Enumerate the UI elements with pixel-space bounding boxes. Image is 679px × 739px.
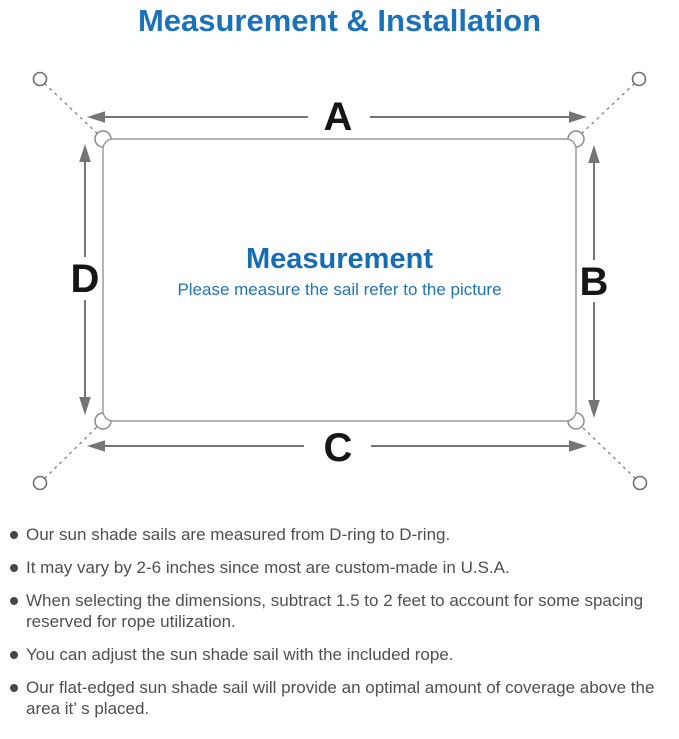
tether-dashed-line-top-right (578, 82, 636, 137)
bullet-icon (10, 684, 18, 692)
dimension-arrow-a (87, 111, 587, 123)
page-title: Measurement & Installation (137, 3, 542, 38)
tether-dashed-line-bottom-left (43, 423, 101, 480)
arrow-b-down-head-icon (588, 400, 600, 418)
arrow-b-up-head-icon (588, 145, 600, 163)
anchor-ring-icon-top-left (32, 71, 48, 87)
list-item: Our sun shade sails are measured from D-… (8, 524, 675, 545)
note-text: Our flat-edged sun shade sail will provi… (26, 678, 655, 718)
bullet-icon (10, 531, 18, 539)
dimension-label-a: A (324, 95, 353, 139)
bullet-icon (10, 651, 18, 659)
arrow-c-right-head-icon (569, 440, 587, 452)
note-text: When selecting the dimensions, subtract … (26, 591, 644, 631)
list-item: When selecting the dimensions, subtract … (8, 590, 675, 632)
anchor-ring-icon-bottom-left (32, 475, 48, 491)
anchor-ring-icon-top-right (631, 71, 647, 87)
measurement-diagram: A B C D Measurement Please measure the s… (0, 60, 679, 520)
sail-outline (102, 138, 577, 422)
dimension-arrow-c (87, 440, 587, 452)
arrow-c-left-head-icon (87, 440, 105, 452)
anchor-rings (32, 71, 648, 491)
dimension-label-d: D (71, 257, 100, 301)
dimension-arrow-b (588, 145, 600, 418)
tether-dashed-line-top-left (43, 82, 101, 137)
note-text: It may vary by 2-6 inches since most are… (26, 558, 510, 577)
dimension-arrow-d (79, 144, 91, 415)
diagram-canvas: A B C D (32, 71, 648, 491)
tether-dashed-line-bottom-right (578, 423, 637, 480)
dimension-label-c: C (324, 426, 353, 470)
arrow-a-right-head-icon (569, 111, 587, 123)
arrow-a-left-head-icon (87, 111, 105, 123)
notes-list: Our sun shade sails are measured from D-… (8, 524, 675, 731)
arrow-d-up-head-icon (79, 144, 91, 162)
list-item: Our flat-edged sun shade sail will provi… (8, 677, 675, 719)
bullet-icon (10, 564, 18, 572)
note-text: You can adjust the sun shade sail with t… (26, 645, 454, 664)
dimension-label-b: B (580, 260, 609, 304)
list-item: You can adjust the sun shade sail with t… (8, 644, 675, 665)
arrow-d-down-head-icon (79, 397, 91, 415)
tether-lines (43, 82, 637, 480)
note-text: Our sun shade sails are measured from D-… (26, 525, 451, 544)
bullet-icon (10, 597, 18, 605)
anchor-ring-icon-bottom-right (632, 475, 648, 491)
list-item: It may vary by 2-6 inches since most are… (8, 557, 675, 578)
